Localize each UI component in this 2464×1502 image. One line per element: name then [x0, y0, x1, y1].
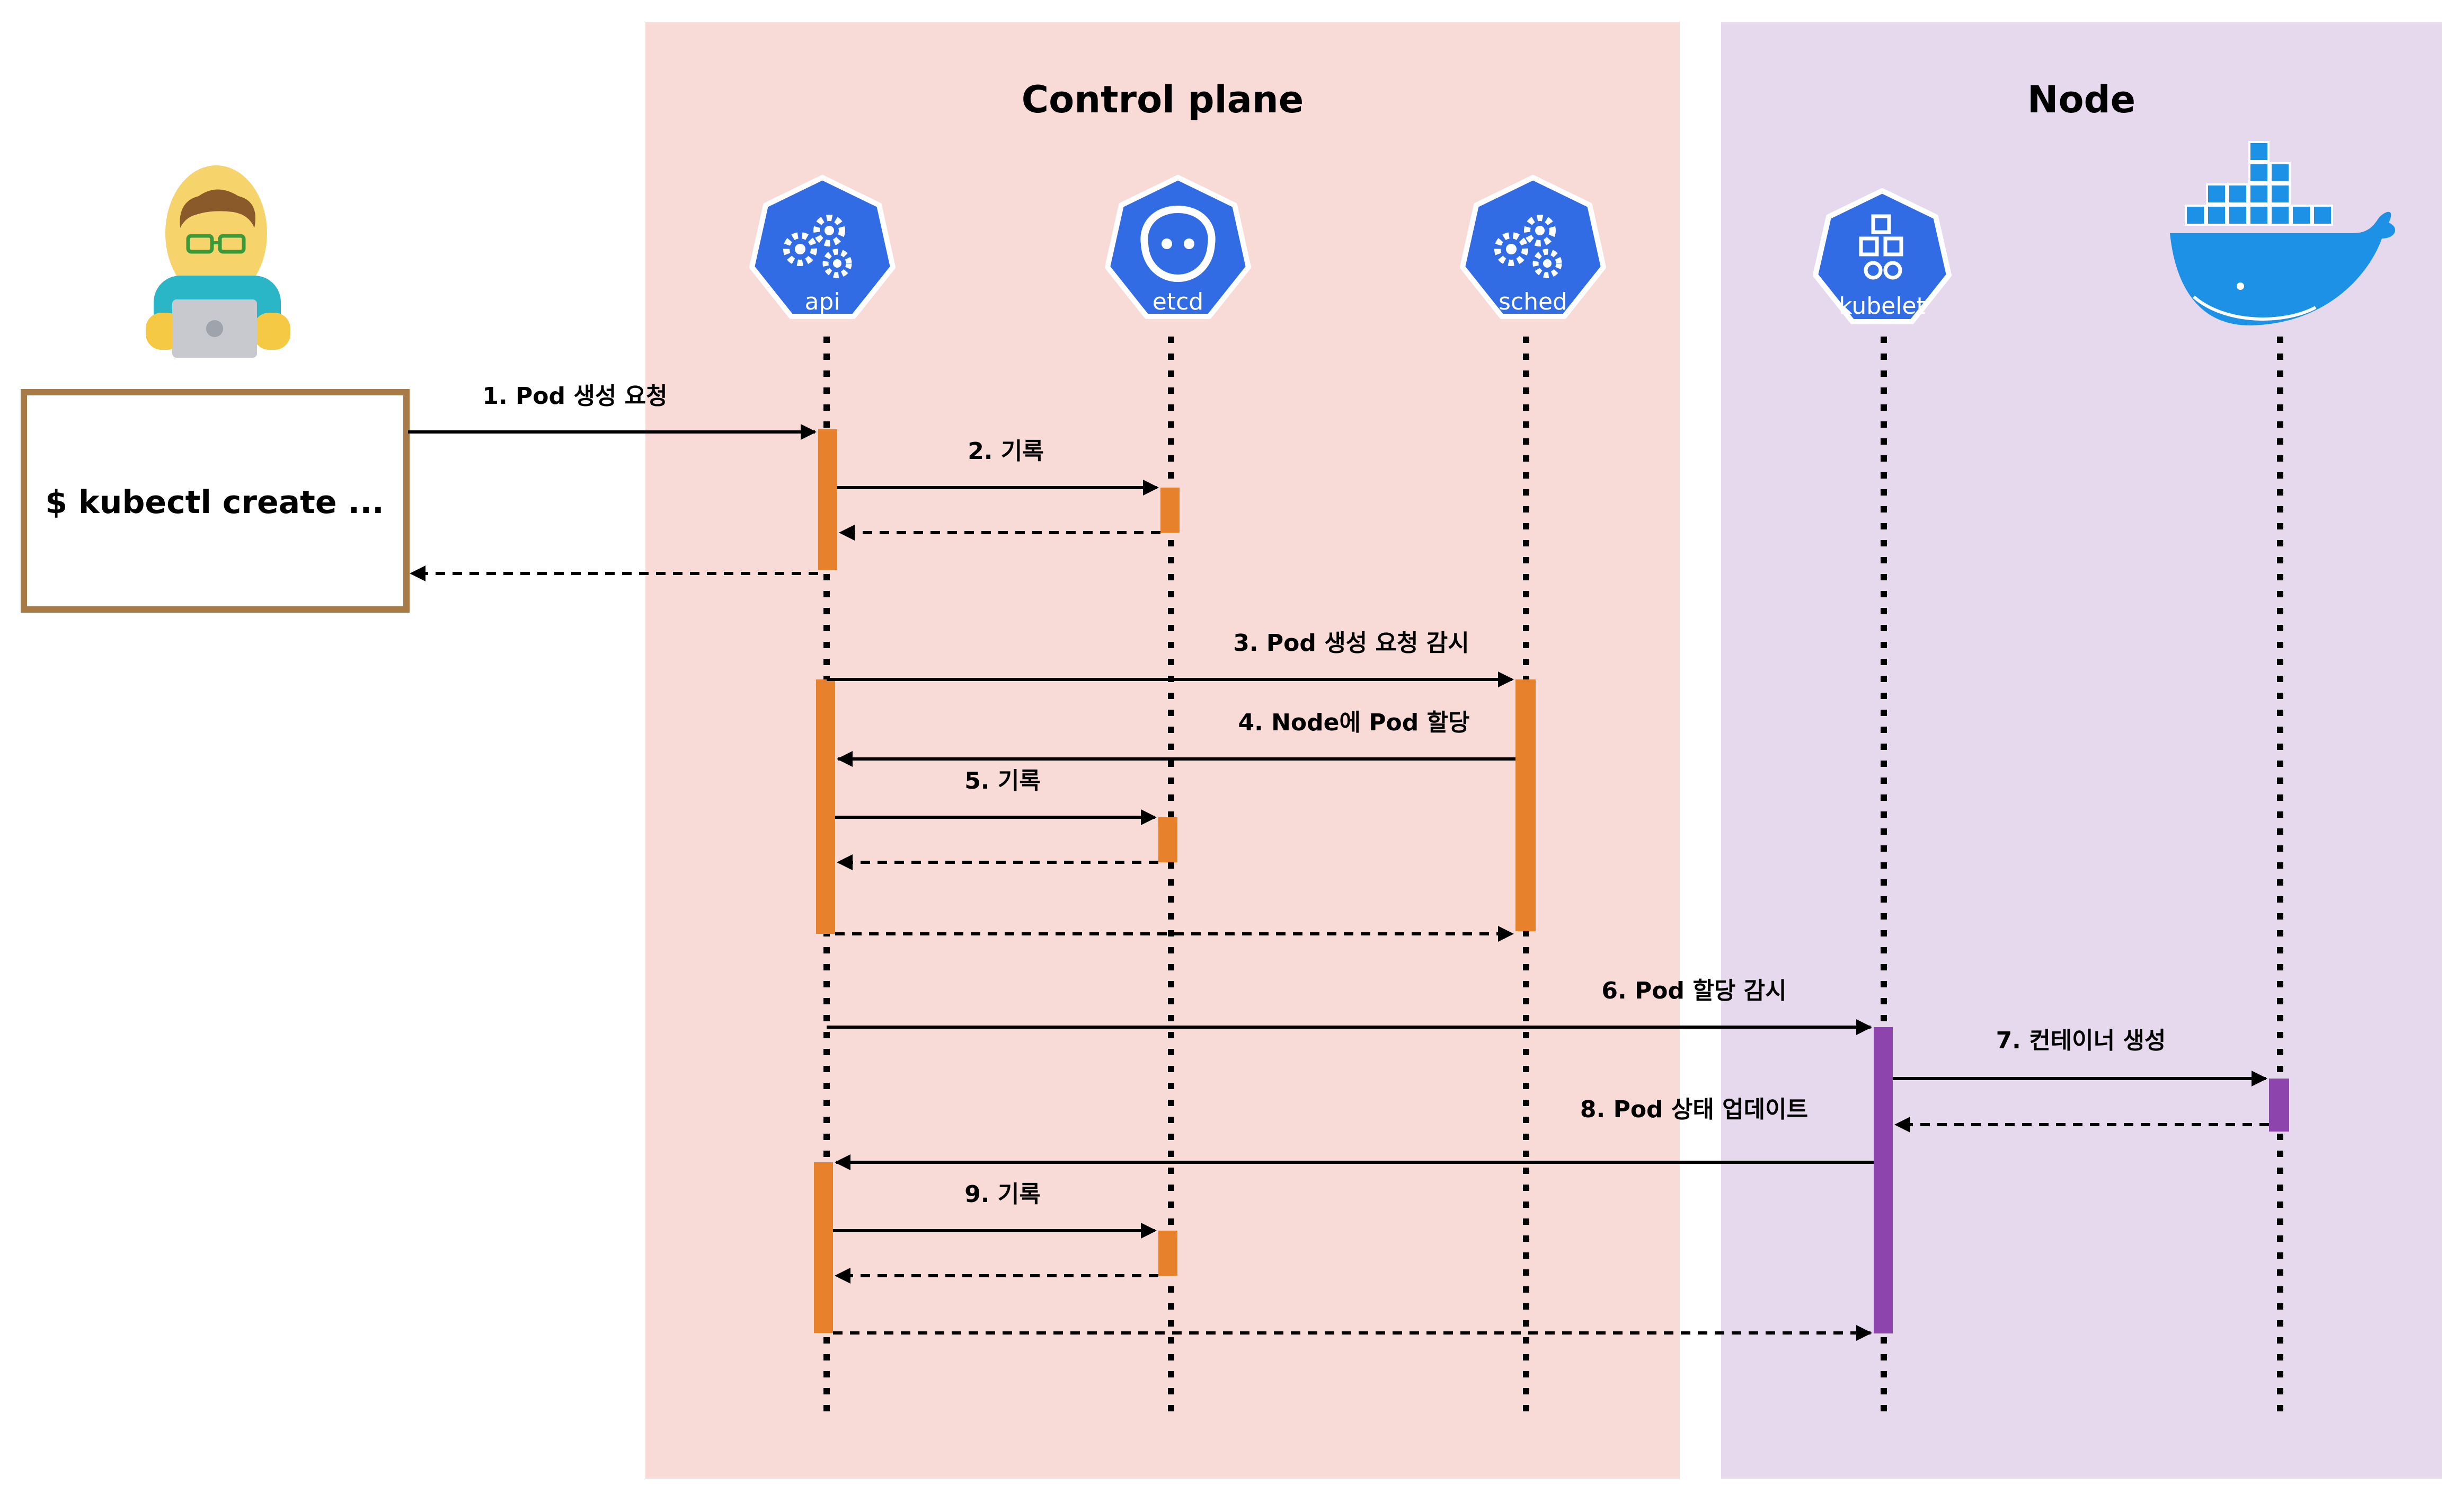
sched-icon: sched [1460, 175, 1606, 319]
api-activation-3 [814, 1162, 833, 1333]
message-5-label: 5. 기록 [964, 767, 1041, 794]
message-3-label: 3. Pod 생성 요청 감시 [1233, 630, 1469, 657]
control-plane-title: Control plane [1022, 78, 1304, 121]
message-9-label: 9. 기록 [964, 1181, 1041, 1208]
api-activation-2 [816, 679, 835, 934]
etcd-label: etcd [1153, 288, 1203, 315]
message-1-label: 1. Pod 생성 요청 [482, 383, 667, 410]
kubelet-icon: kubelet [1813, 188, 1952, 324]
docker-activation [2269, 1079, 2289, 1132]
message-2-label: 2. 기록 [968, 438, 1044, 465]
sched-activation [1515, 679, 1536, 931]
command-box [21, 389, 410, 613]
kubelet-label: kubelet [1839, 293, 1926, 320]
command-text: $ kubectl create ... [45, 484, 384, 521]
message-8-label: 8. Pod 상태 업데이트 [1580, 1096, 1808, 1123]
message-7-label: 7. 컨테이너 생성 [1996, 1027, 2166, 1054]
docker-icon [2170, 141, 2396, 326]
etcd-activation-3 [1158, 1231, 1177, 1276]
etcd-activation-1 [1160, 488, 1180, 533]
etcd-icon: etcd [1105, 175, 1251, 319]
developer-icon [146, 165, 290, 358]
etcd-activation-2 [1158, 817, 1177, 862]
kubelet-activation [1874, 1027, 1893, 1333]
api-activation-1 [818, 429, 837, 570]
api-label: api [804, 288, 840, 315]
sched-label: sched [1499, 288, 1567, 315]
message-4-label: 4. Node에 Pod 할당 [1238, 709, 1469, 736]
api-icon: api [749, 175, 896, 319]
message-6-label: 6. Pod 할당 감시 [1601, 977, 1786, 1004]
node-title: Node [2027, 78, 2135, 121]
